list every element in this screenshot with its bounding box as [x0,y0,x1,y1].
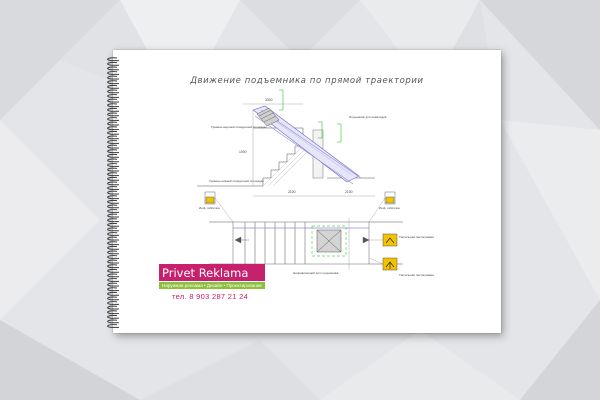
sign-right [384,191,396,205]
spiral-coil [107,296,119,301]
spiral-coil [107,181,119,186]
spiral-coil [107,241,119,246]
spiral-coil [107,301,119,305]
spiral-coil [107,94,119,98]
spiral-coil [107,167,119,172]
spiral-coil [107,66,119,71]
plan-lift [311,225,347,257]
plan-view [209,218,403,270]
spiral-coil [107,107,119,112]
spiral-coil [107,158,119,163]
note-lower-landing: Уровень нижней посадочной площадки [209,179,264,183]
spiral-coil [107,144,119,149]
spiral-coil [107,103,119,108]
spiral-coil [107,80,119,85]
brand-tagline: Наружная реклама • Дизайн • Проектирован… [159,282,265,289]
spiral-coil [107,287,119,292]
spiral-coil [107,273,119,278]
spiral-coil [107,264,119,269]
spiral-coil [107,126,119,131]
sign-pictogram-1 [382,233,398,247]
spiral-coil [107,135,119,140]
spiral-coil [107,190,119,195]
sign-pictogram-2 [382,257,398,271]
leader-lines [214,197,386,265]
spiral-coil [107,278,119,282]
spiral-coil [107,176,119,181]
spiral-coil [107,89,119,94]
rail-markers [279,89,342,143]
spiral-coil [107,314,119,319]
spiral-coil [107,305,119,310]
technical-drawing [197,89,403,271]
brand-phone: тел. 8 903 287 21 24 [172,292,249,301]
dim-landing: 2100 [345,190,353,194]
plan-arrows [234,236,370,244]
spiral-coil [107,153,119,158]
spiral-coil [107,57,119,62]
spiral-coil [107,218,119,223]
spiral-coil [107,209,119,213]
spiral-coil [107,319,119,324]
brand-name: Privet Reklama [159,264,265,281]
note-sign-right: Инф. табличка [379,206,400,210]
note-lift-plan: Направляющий для подъемника [293,271,339,275]
spiral-coil [107,268,119,273]
sheet-title: Движение подъемника по прямой траектории [190,76,424,86]
spiral-coil [107,84,119,89]
spiral-coil [107,98,119,103]
spiral-coil [107,222,119,227]
spiral-coil [107,186,119,190]
spiral-coil [107,204,119,209]
spiral-binding [107,57,119,328]
spiral-coil [107,236,119,241]
sign-left [204,191,216,205]
spiral-coil [107,130,119,135]
note-sign-left: Инф. табличка [199,206,220,210]
note-pictogram-2: Тактильная пиктограмма [399,273,434,277]
spiral-coil [107,250,119,255]
spiral-coil [107,121,119,126]
lift-rail [252,105,362,185]
dim-top: 3300 [265,98,273,102]
spiral-coil [107,291,119,296]
spiral-coil [107,75,119,80]
spiral-coil [107,195,119,200]
spiral-coil [107,117,119,121]
spiral-coil [107,213,119,218]
spiral-coil [107,324,119,328]
spiral-coil [107,112,119,117]
note-lift-right: Подъемник для инвалидов [349,115,387,119]
spiral-coil [107,232,119,236]
spiral-coil [107,259,119,264]
spiral-coil [107,71,119,75]
spiral-coil [107,149,119,154]
dim-lower: 2100 [288,190,296,194]
spiral-coil [107,199,119,204]
spiral-coil [107,310,119,315]
spiral-coil [107,163,119,167]
spiral-coil [107,227,119,232]
dim-height: 1000 [239,150,247,154]
spiral-coil [107,61,119,66]
note-pictogram-1: Тактильная пиктограмма [399,235,434,239]
spiral-coil [107,245,119,250]
spiral-coil [107,282,119,287]
spiral-coil [107,255,119,259]
spiral-coil [107,172,119,177]
lift-platform [256,107,280,127]
note-upper-landing: Уровень верхней посадочной площадки [211,125,267,129]
spiral-coil [107,140,119,144]
album-sheet: Движение подъемника по прямой траектории [113,50,501,333]
